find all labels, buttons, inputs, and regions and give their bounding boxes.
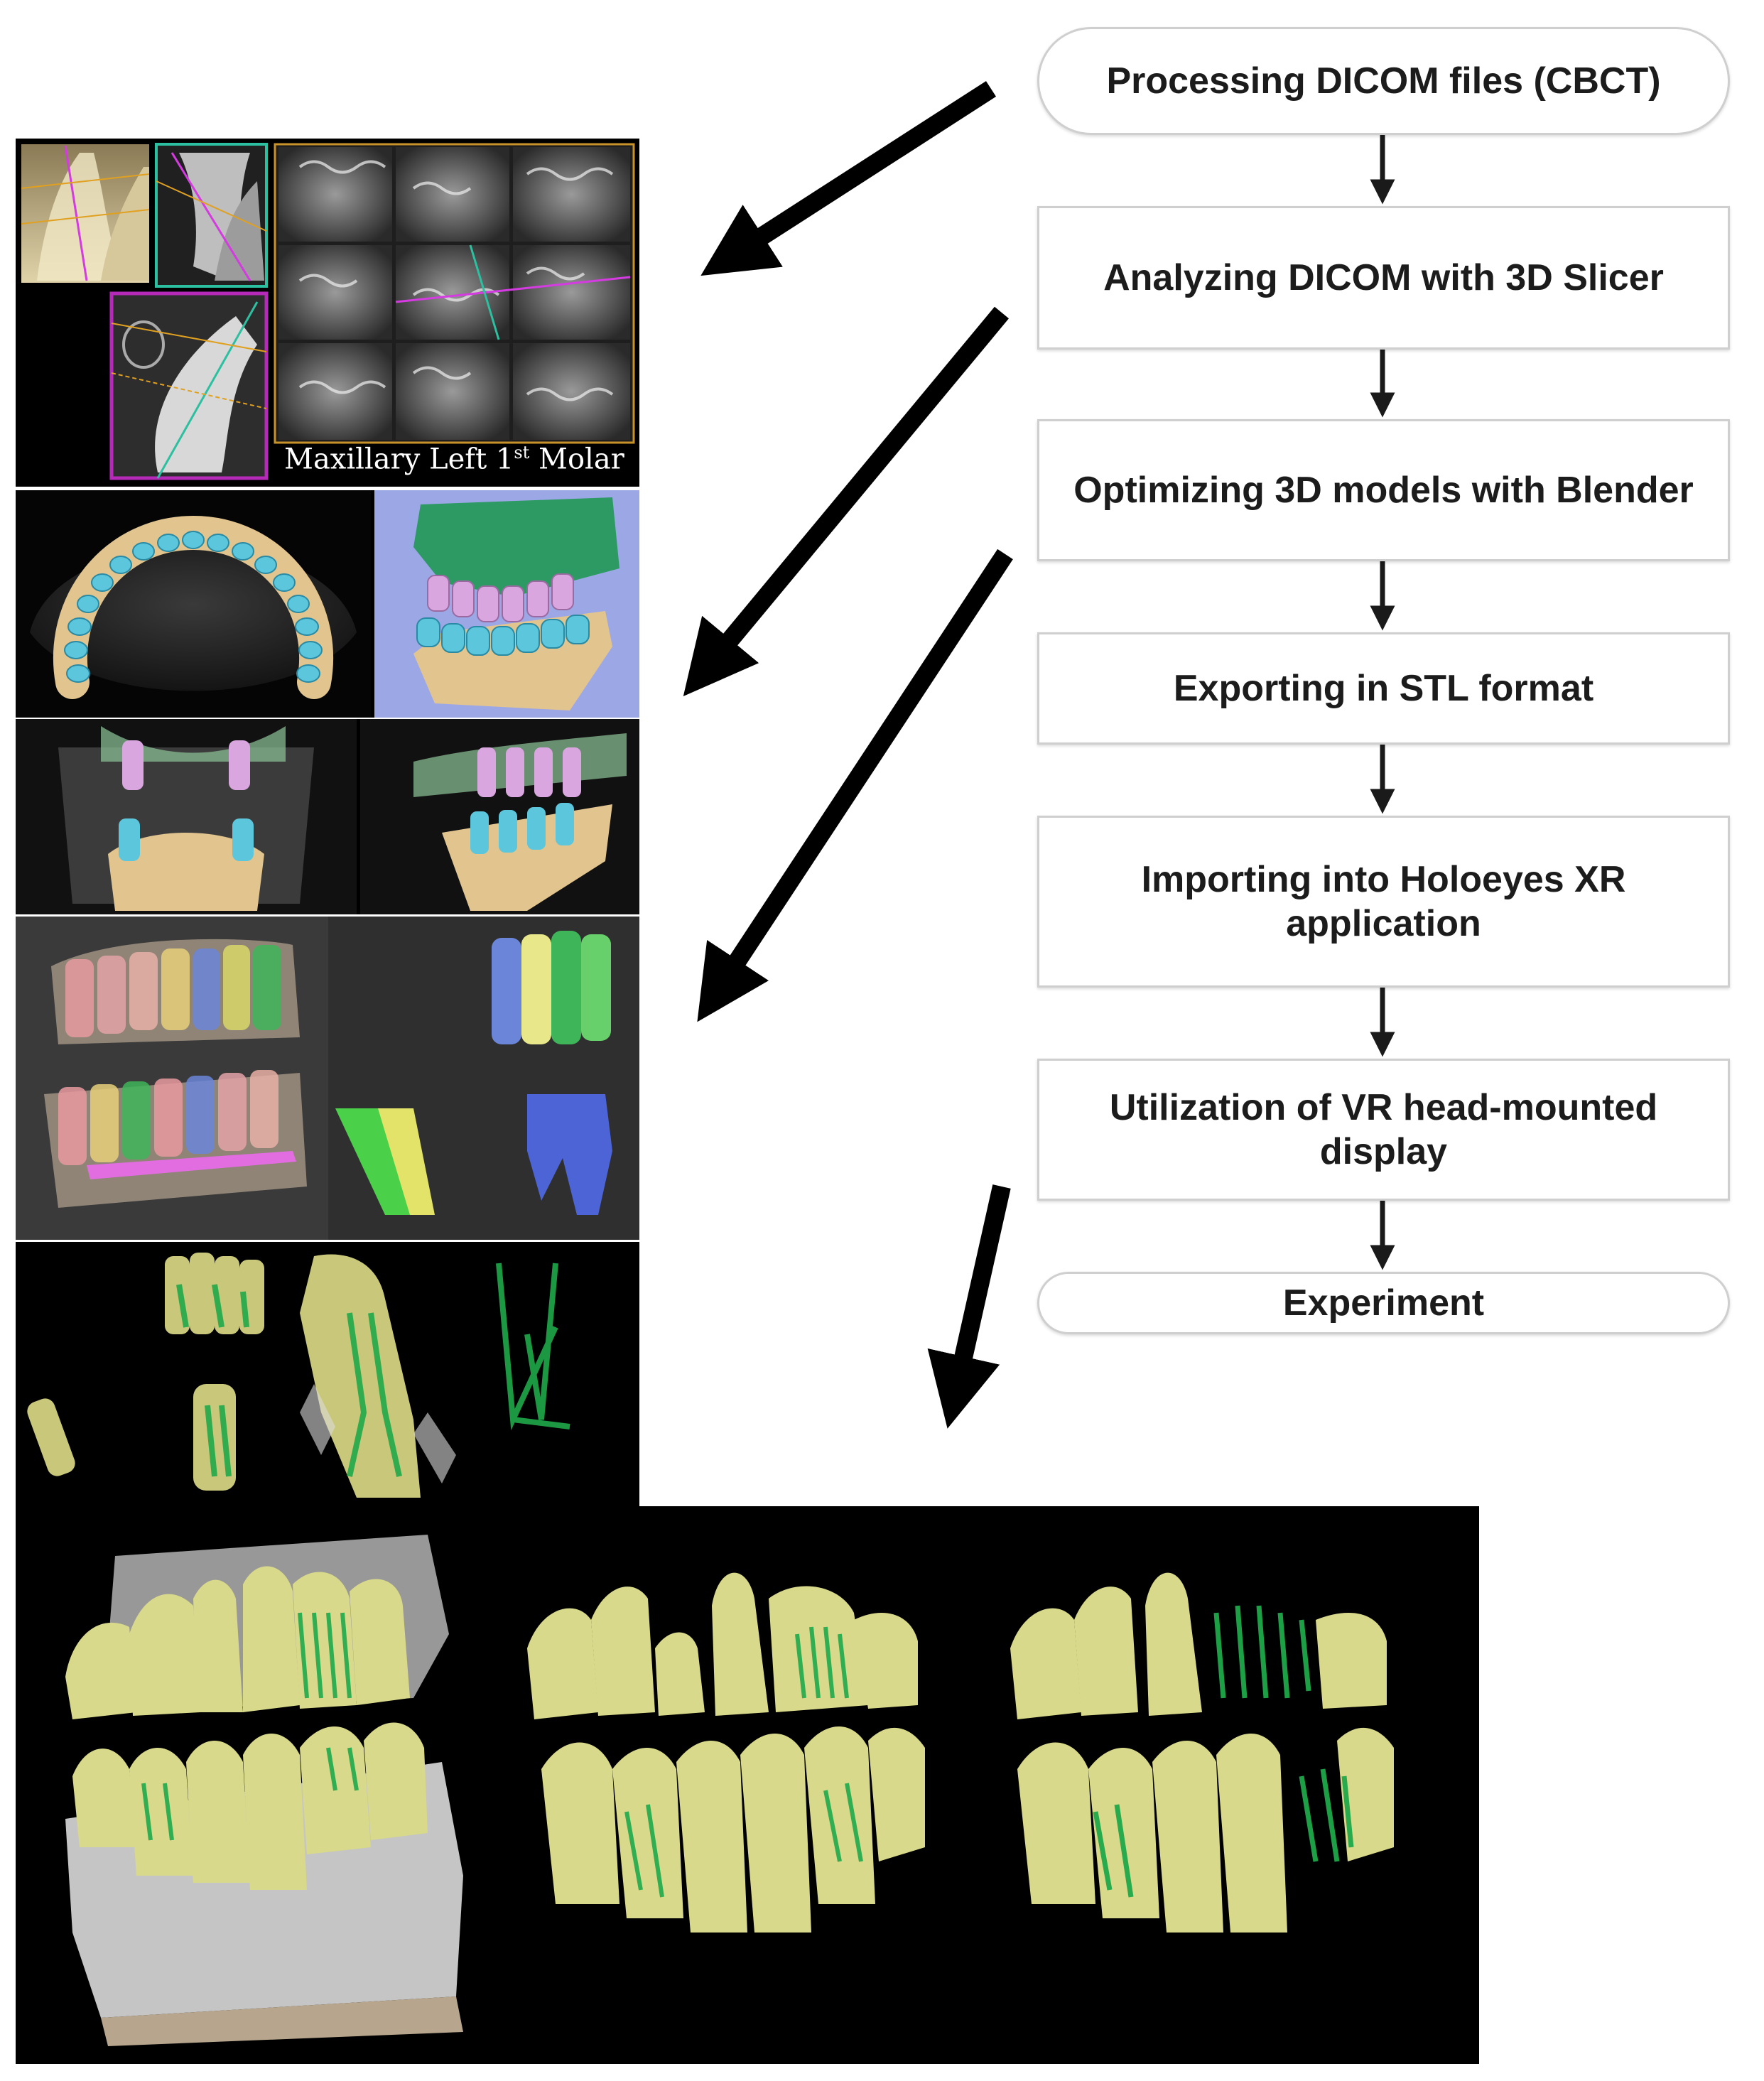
segmentation-panel [16,490,639,718]
flow-step-optimizing-models: Optimizing 3D models with Blender [1037,419,1730,561]
flow-step-label-line2: application [1286,903,1481,944]
flow-step-label: Experiment [1282,1282,1485,1324]
flow-step-processing-dicom: Processing DICOM files (CBCT) [1037,27,1730,135]
flow-step-label: Processing DICOM files (CBCT) [1106,60,1661,102]
coronal-sagittal-panel [16,719,639,914]
big-arrow-2 [683,306,1010,697]
flow-step-label-line1: Importing into Holoeyes XR [1141,859,1626,900]
flow-step-importing-holoeyes: Importing into Holoeyes XR application [1037,816,1730,988]
blender-models-panel [16,917,639,1240]
vr-view-panel-top [16,1242,639,1506]
caption-end: Molar [529,443,624,476]
caption-main: Maxillary Left 1 [284,443,514,476]
cbct-slice-views [21,143,635,480]
caption-sup: st [514,443,530,463]
flow-step-exporting-stl: Exporting in STL format [1037,632,1730,745]
big-arrow-1 [700,81,997,276]
big-arrow-3 [697,548,1013,1022]
flow-step-experiment: Experiment [1037,1272,1730,1334]
flow-step-vr-headset: Utilization of VR head-mounted display [1037,1059,1730,1201]
flow-step-label-line2: display [1319,1131,1448,1172]
blender-model-views [44,917,639,1240]
vr-view-panel-bottom [16,1506,1479,2064]
cbct-slice-panel: Maxillary Left 1st Molar [16,139,639,487]
flow-step-label: Exporting in STL format [1173,668,1594,709]
flow-step-analyzing-dicom: Analyzing DICOM with 3D Slicer [1037,206,1730,350]
cbct-caption: Maxillary Left 1st Molar [284,443,624,475]
flow-step-label: Analyzing DICOM with 3D Slicer [1103,257,1664,298]
big-arrow-4 [927,1184,1011,1429]
flow-step-label: Optimizing 3D models with Blender [1073,470,1694,511]
coronal-sagittal-views [16,719,639,914]
flow-step-label-line1: Utilization of VR head-mounted [1109,1087,1658,1128]
segmentation-views [16,490,639,718]
vr-canal-views-top [27,1253,570,1498]
vr-arch-views [65,1535,1394,2046]
